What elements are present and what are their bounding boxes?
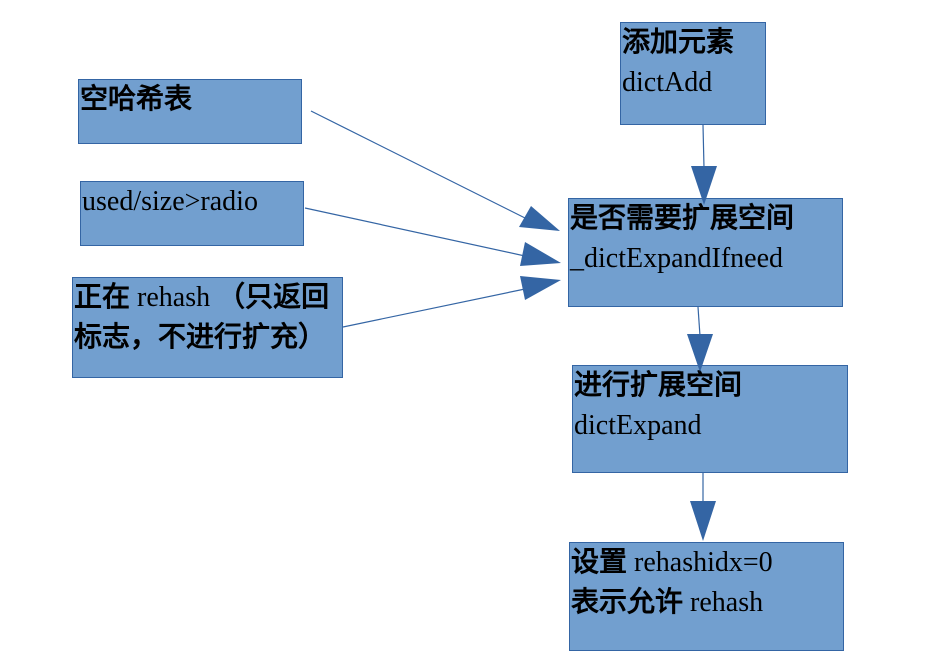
arrowhead-expand-to-rehashidx — [690, 501, 716, 541]
node-expand-if-needed: 是否需要扩展空间 _dictExpandIfneed — [568, 198, 843, 307]
node-dict-add-line1: 添加元素 — [622, 27, 735, 58]
node-empty-hash-table-label: 空哈希表 — [80, 84, 193, 115]
node-rehashing-line1-cjk-a: 正在 — [74, 282, 131, 313]
node-rehashing-line1-cjk-b: （只返回 — [217, 282, 330, 313]
node-expand-if-needed-line1: 是否需要扩展空间 — [570, 203, 795, 234]
node-ratio-condition-label: used/size>radio — [82, 186, 258, 217]
node-set-rehashidx: 设置 rehashidx=0 表示允许 rehash — [569, 542, 844, 651]
node-set-rehashidx-line1-latin: rehashidx=0 — [627, 547, 773, 578]
node-dict-add: 添加元素 dictAdd — [620, 22, 766, 125]
node-empty-hash-table: 空哈希表 — [78, 79, 302, 144]
connector-check-to-expand — [697, 306, 701, 337]
node-rehashing: 正在 rehash （只返回 标志，不进行扩充） — [72, 277, 343, 378]
arrowhead-ratio-to-check — [520, 242, 561, 266]
node-set-rehashidx-line2-latin: rehash — [683, 587, 764, 618]
connector-rehashing-to-check — [342, 288, 526, 328]
connector-ratio-to-check — [304, 207, 526, 257]
node-rehashing-line1-latin: rehash — [130, 282, 218, 313]
node-dict-expand-line2: dictExpand — [574, 410, 702, 441]
node-ratio-condition: used/size>radio — [80, 181, 304, 246]
arrowhead-empty-to-check — [519, 206, 560, 231]
arrowhead-rehashing-to-check — [520, 276, 561, 300]
node-rehashing-line2: 标志，不进行扩充） — [74, 322, 327, 353]
connector-empty-to-check — [310, 110, 526, 219]
node-dict-add-line2: dictAdd — [622, 67, 713, 98]
node-dict-expand-line1: 进行扩展空间 — [574, 370, 743, 401]
node-set-rehashidx-line1: 设置 rehashidx=0 — [571, 543, 843, 583]
node-set-rehashidx-line2: 表示允许 rehash — [571, 583, 843, 623]
node-set-rehashidx-line2-cjk: 表示允许 — [571, 587, 684, 618]
node-rehashing-line1: 正在 rehash （只返回 — [74, 278, 342, 318]
connector-add-to-check — [702, 124, 705, 169]
node-set-rehashidx-line1-cjk: 设置 — [571, 547, 628, 578]
node-dict-expand: 进行扩展空间 dictExpand — [572, 365, 848, 473]
node-expand-if-needed-line2: _dictExpandIfneed — [570, 243, 784, 274]
